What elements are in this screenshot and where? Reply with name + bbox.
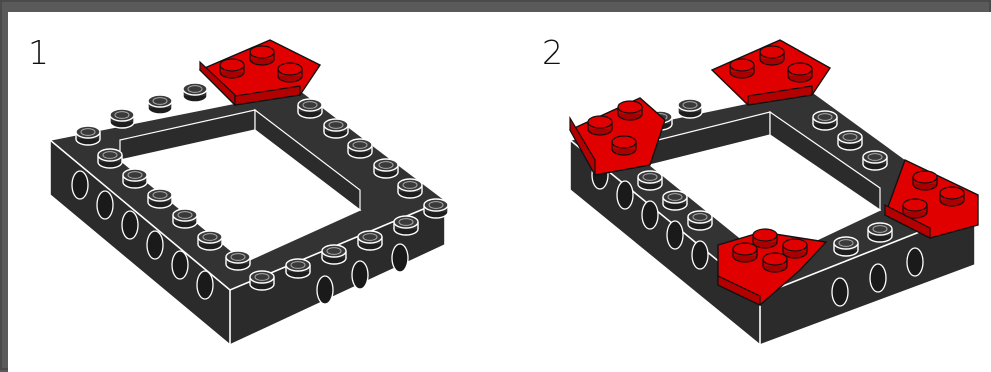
technic-brick-frame-icon bbox=[50, 83, 448, 345]
step-2-model bbox=[570, 40, 978, 345]
red-wedge-plate-icon bbox=[712, 40, 830, 105]
step-1-model bbox=[50, 40, 448, 345]
